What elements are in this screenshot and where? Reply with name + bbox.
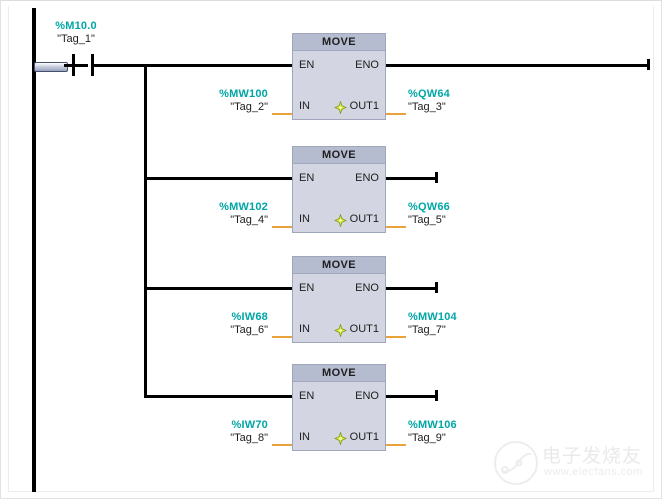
move-block-2-title: MOVE [293, 147, 385, 164]
sparkle-icon [334, 101, 347, 114]
wire-branch-to-block2-en [144, 177, 294, 180]
watermark-text: 电子发烧友 [542, 445, 643, 467]
move-block-3-output-address: %MW104 [408, 311, 457, 323]
connector-block4-out [386, 444, 406, 446]
move-block-3-input-tag: "Tag_6" [230, 324, 268, 336]
move-block-4-body: EN ENO IN OUT1 [293, 382, 385, 450]
move-block-3-input-operand[interactable]: %IW68 "Tag_6" [186, 311, 268, 337]
wire-rail-to-contact [64, 64, 88, 67]
move-block-4-pin-in[interactable]: IN [299, 431, 310, 443]
move-block-3[interactable]: MOVE EN ENO IN OUT1 [292, 256, 386, 343]
wire-branch-to-block3-en [144, 287, 294, 290]
move-block-1-pin-eno[interactable]: ENO [355, 59, 379, 71]
move-block-4-title: MOVE [293, 365, 385, 382]
move-block-4-input-address: %IW70 [231, 419, 268, 431]
sparkle-icon [334, 432, 347, 445]
move-block-4-input-tag: "Tag_8" [230, 432, 268, 444]
connector-block4-in [272, 444, 292, 446]
connector-block1-out [386, 113, 406, 115]
contact-tag-name: "Tag_1" [57, 33, 95, 45]
move-block-3-pin-out[interactable]: OUT1 [349, 323, 379, 335]
wire-terminator-4 [435, 390, 438, 401]
wire-block2-eno-out [386, 177, 438, 180]
watermark-url: www.elecfans.com [544, 466, 644, 478]
contact-tag1[interactable] [72, 54, 94, 76]
move-block-4-output-tag: "Tag_9" [408, 432, 446, 444]
move-block-2-input-operand[interactable]: %MW102 "Tag_4" [186, 201, 268, 227]
move-block-1-output-address: %QW64 [408, 88, 450, 100]
move-block-1-output-operand[interactable]: %QW64 "Tag_3" [408, 88, 518, 114]
move-block-3-pin-in[interactable]: IN [299, 323, 310, 335]
move-block-4-pin-out[interactable]: OUT1 [349, 431, 379, 443]
wire-terminator-2 [435, 172, 438, 183]
wire-contact-to-block1-en [92, 64, 294, 67]
move-block-1-pin-out[interactable]: OUT1 [349, 100, 379, 112]
elecfans-logo-icon [494, 441, 538, 485]
sparkle-icon [334, 324, 347, 337]
selection-handle[interactable] [34, 62, 68, 72]
wire-branch-to-block4-en [144, 395, 294, 398]
move-block-2-pin-out[interactable]: OUT1 [349, 213, 379, 225]
wire-block3-eno-out [386, 287, 438, 290]
move-block-3-pin-en[interactable]: EN [299, 282, 315, 294]
move-block-2-output-operand[interactable]: %QW66 "Tag_5" [408, 201, 518, 227]
move-block-1-title: MOVE [293, 34, 385, 51]
branch-vertical-wire [144, 64, 147, 398]
move-block-4-output-address: %MW106 [408, 419, 457, 431]
contact-address: %M10.0 [55, 20, 97, 32]
contact-operand-label[interactable]: %M10.0 "Tag_1" [40, 20, 112, 46]
move-block-1-input-address: %MW100 [219, 88, 268, 100]
move-block-1-output-tag: "Tag_3" [408, 101, 446, 113]
move-block-1-input-tag: "Tag_2" [230, 101, 268, 113]
wire-block1-eno-out [386, 64, 650, 67]
sparkle-icon [334, 214, 347, 227]
move-block-3-body: EN ENO IN OUT1 [293, 274, 385, 342]
connector-block1-in [272, 113, 292, 115]
wire-terminator-1 [647, 59, 650, 70]
move-block-3-output-operand[interactable]: %MW104 "Tag_7" [408, 311, 518, 337]
move-block-4-output-operand[interactable]: %MW106 "Tag_9" [408, 419, 518, 445]
move-block-4-pin-eno[interactable]: ENO [355, 390, 379, 402]
move-block-1-pin-in[interactable]: IN [299, 100, 310, 112]
move-block-4-input-operand[interactable]: %IW70 "Tag_8" [186, 419, 268, 445]
move-block-1-pin-en[interactable]: EN [299, 59, 315, 71]
move-block-4-pin-en[interactable]: EN [299, 390, 315, 402]
move-block-3-output-tag: "Tag_7" [408, 324, 446, 336]
move-block-2-input-tag: "Tag_4" [230, 214, 268, 226]
move-block-1-body: EN ENO IN OUT1 [293, 51, 385, 119]
wire-block4-eno-out [386, 395, 438, 398]
move-block-3-pin-eno[interactable]: ENO [355, 282, 379, 294]
move-block-1[interactable]: MOVE EN ENO IN OUT1 [292, 33, 386, 120]
move-block-2[interactable]: MOVE EN ENO IN OUT1 [292, 146, 386, 233]
wire-terminator-3 [435, 282, 438, 293]
move-block-2-pin-in[interactable]: IN [299, 213, 310, 225]
move-block-2-pin-eno[interactable]: ENO [355, 172, 379, 184]
connector-block3-out [386, 336, 406, 338]
connector-block2-in [272, 226, 292, 228]
power-rail-left[interactable] [32, 8, 36, 492]
move-block-3-title: MOVE [293, 257, 385, 274]
move-block-2-input-address: %MW102 [219, 201, 268, 213]
move-block-2-pin-en[interactable]: EN [299, 172, 315, 184]
move-block-2-output-tag: "Tag_5" [408, 214, 446, 226]
move-block-4[interactable]: MOVE EN ENO IN OUT1 [292, 364, 386, 451]
move-block-2-body: EN ENO IN OUT1 [293, 164, 385, 232]
move-block-3-input-address: %IW68 [231, 311, 268, 323]
connector-block2-out [386, 226, 406, 228]
contact-bar-left [72, 54, 75, 76]
move-block-1-input-operand[interactable]: %MW100 "Tag_2" [186, 88, 268, 114]
move-block-2-output-address: %QW66 [408, 201, 450, 213]
connector-block3-in [272, 336, 292, 338]
